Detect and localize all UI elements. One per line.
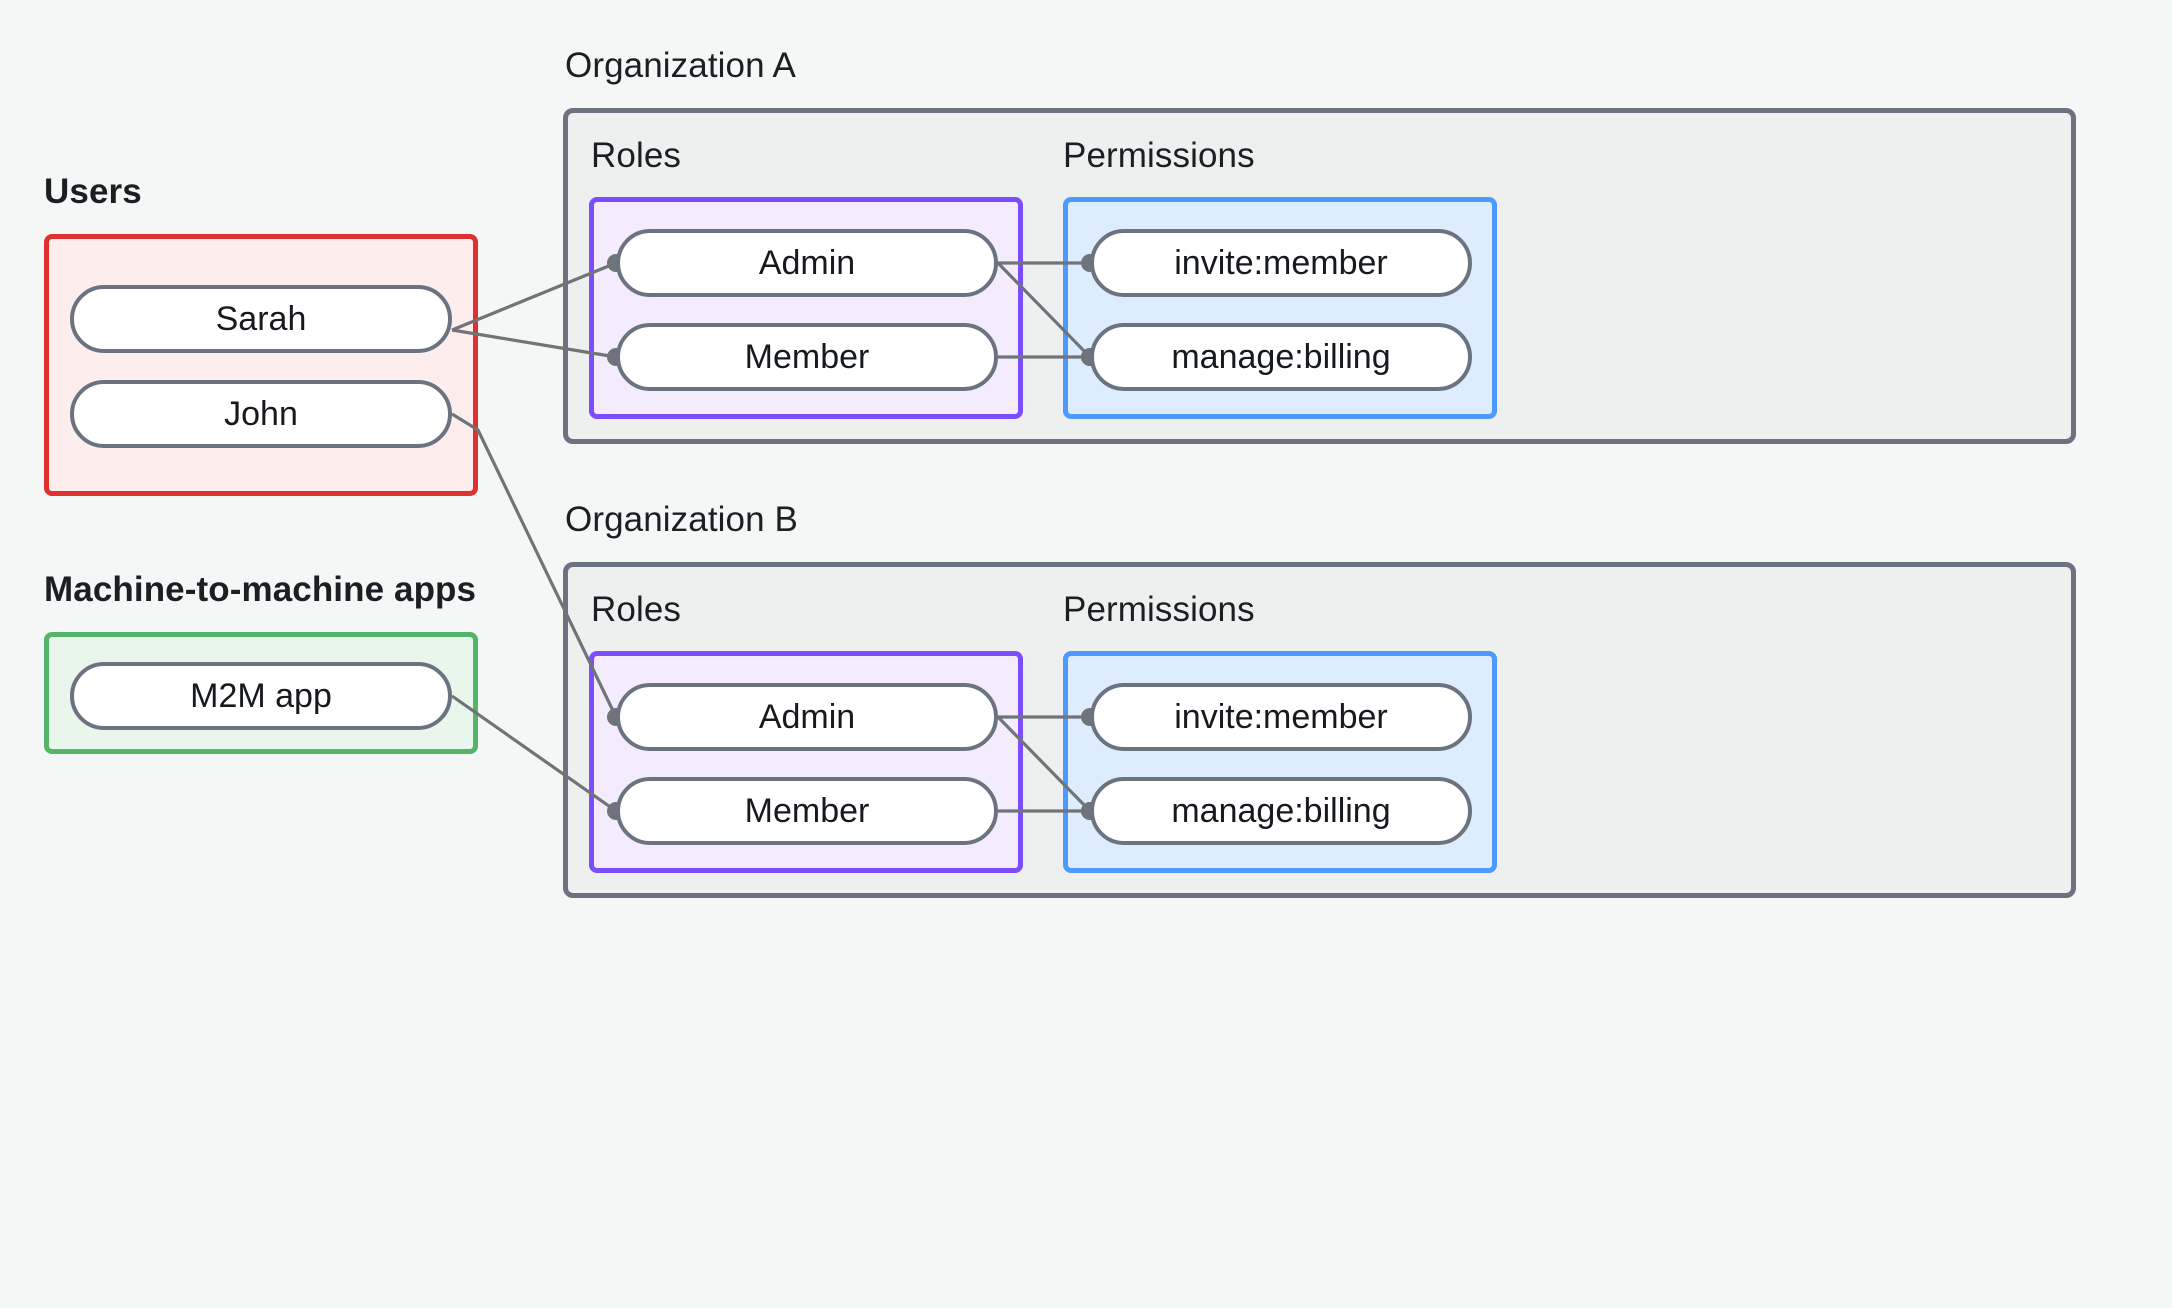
node-org-a-role-admin-label: Admin <box>758 243 856 282</box>
org-a-roles-box-title: Roles <box>591 136 681 175</box>
node-org-a-perm-invite-member-label: invite:member <box>1174 243 1388 282</box>
users-group <box>44 234 478 496</box>
node-john-label: John <box>224 394 298 433</box>
node-org-a-perm-invite-member[interactable]: invite:member <box>1090 229 1472 297</box>
node-org-b-role-admin[interactable]: Admin <box>616 683 998 751</box>
node-org-a-role-admin[interactable]: Admin <box>616 229 998 297</box>
node-org-a-role-member-label: Member <box>744 337 870 376</box>
node-org-b-perm-invite-member-label: invite:member <box>1174 697 1388 736</box>
node-sarah[interactable]: Sarah <box>70 285 452 353</box>
m2m-caption: Machine-to-machine apps <box>44 570 477 609</box>
org-b-caption: Organization B <box>565 500 798 539</box>
node-org-b-perm-invite-member[interactable]: invite:member <box>1090 683 1472 751</box>
org-b-roles-box-title: Roles <box>591 590 681 629</box>
org-a-permissions-box-title: Permissions <box>1063 136 1255 175</box>
org-a-caption: Organization A <box>565 46 796 85</box>
node-sarah-label: Sarah <box>215 299 307 338</box>
node-org-b-perm-manage-billing[interactable]: manage:billing <box>1090 777 1472 845</box>
users-caption: Users <box>44 172 142 211</box>
node-org-b-role-admin-label: Admin <box>758 697 856 736</box>
node-org-a-perm-manage-billing-label: manage:billing <box>1171 337 1391 376</box>
node-org-a-perm-manage-billing[interactable]: manage:billing <box>1090 323 1472 391</box>
node-m2m-app[interactable]: M2M app <box>70 662 452 730</box>
node-m2m-app-label: M2M app <box>190 676 332 715</box>
node-org-b-role-member-label: Member <box>744 791 870 830</box>
node-org-b-perm-manage-billing-label: manage:billing <box>1171 791 1391 830</box>
org-b-permissions-box-title: Permissions <box>1063 590 1255 629</box>
node-org-a-role-member[interactable]: Member <box>616 323 998 391</box>
node-org-b-role-member[interactable]: Member <box>616 777 998 845</box>
node-john[interactable]: John <box>70 380 452 448</box>
